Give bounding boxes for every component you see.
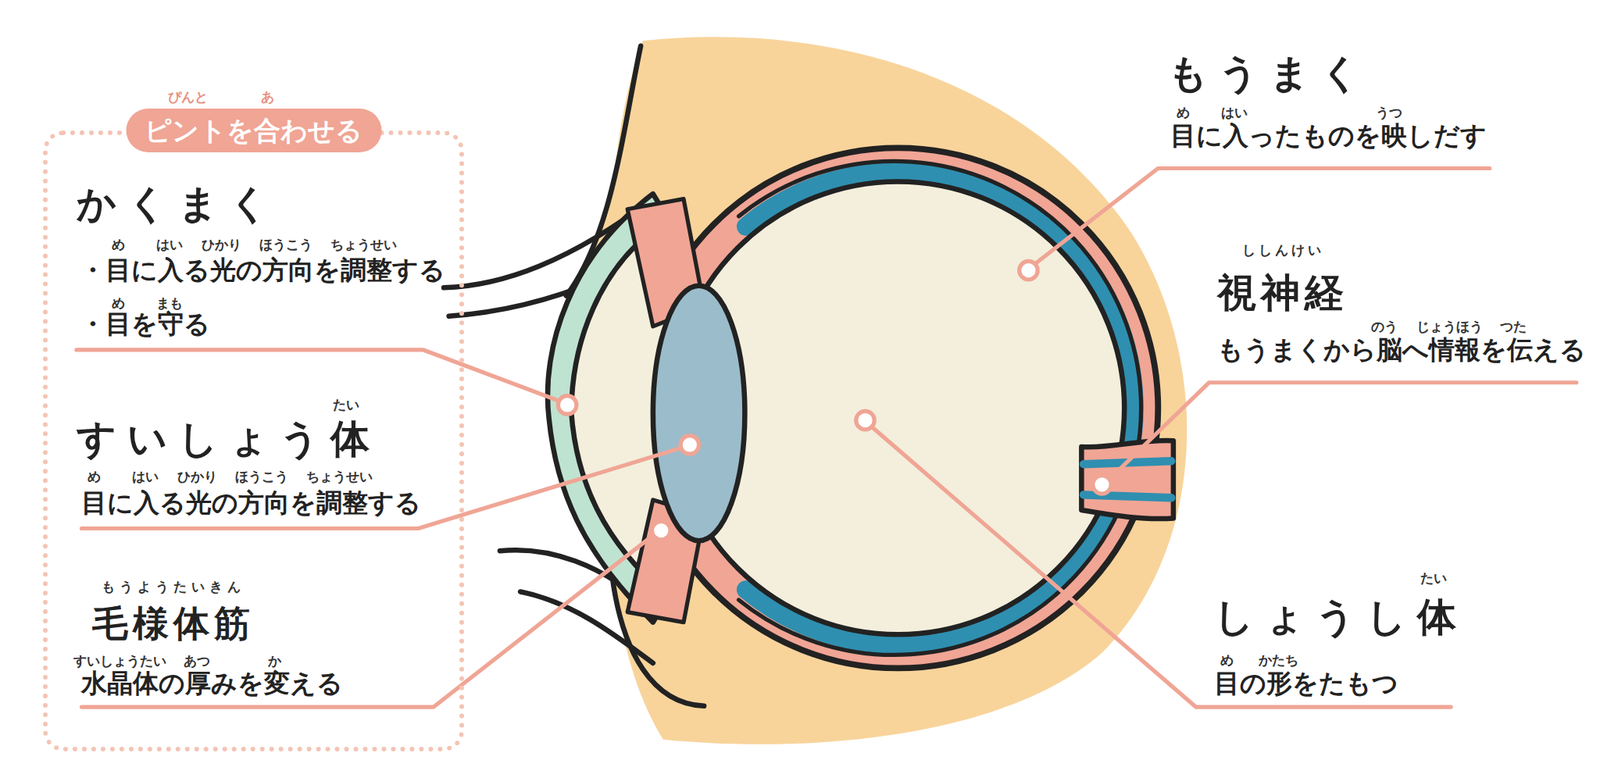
- furigana: たい: [1420, 569, 1447, 587]
- face-skin: [608, 36, 1188, 744]
- sclera: [637, 147, 1158, 668]
- part-name: もうまく: [1167, 48, 1372, 100]
- furigana: はい: [156, 235, 183, 254]
- furigana: のう: [1371, 317, 1398, 336]
- part-description: 目の形をたもつ: [1214, 667, 1399, 701]
- leader-dot: [680, 435, 700, 455]
- furigana: ほうこう: [259, 235, 313, 254]
- part-description: ・目を守る: [79, 307, 211, 342]
- leader-dot: [856, 410, 875, 430]
- optic-nerve: [1081, 440, 1174, 519]
- leader-dot: [652, 521, 672, 540]
- leader-line: [81, 534, 654, 708]
- part-description: 目に入ったものを映しだす: [1170, 119, 1487, 154]
- furigana: つた: [1500, 317, 1527, 336]
- leader-line: [871, 426, 1451, 708]
- furigana: ほうこう: [235, 467, 289, 486]
- part-name: しょうし体: [1214, 592, 1468, 643]
- group-heading: ピントを合わせる: [125, 108, 382, 153]
- furigana: かたち: [1258, 651, 1299, 669]
- furigana: め: [87, 467, 101, 486]
- leader-line: [76, 350, 560, 401]
- furigana: はい: [132, 467, 159, 486]
- furigana: ちょうせい: [306, 467, 373, 486]
- furigana: あつ: [183, 652, 211, 670]
- furigana: すいしょうたい: [73, 652, 167, 670]
- part-name: 視神経: [1217, 267, 1349, 319]
- furigana: ぴんと: [167, 88, 208, 106]
- leader-line: [1034, 167, 1490, 265]
- part-name: かくまく: [76, 178, 280, 230]
- furigana: ちょうせい: [330, 235, 397, 254]
- furigana: ひかり: [177, 467, 218, 486]
- furigana: もうようたいきん: [101, 578, 246, 596]
- furigana: あ: [260, 88, 275, 106]
- leader-dot: [557, 396, 577, 415]
- part-name: すいしょう体: [76, 414, 381, 465]
- part-name: 毛様体筋: [92, 600, 255, 648]
- lens: [653, 285, 746, 542]
- furigana: め: [1176, 103, 1190, 122]
- furigana: はい: [1221, 103, 1248, 122]
- furigana: ひかり: [201, 235, 242, 254]
- part-description: もうまくから脳へ情報を伝える: [1217, 333, 1586, 368]
- furigana: め: [1220, 651, 1234, 669]
- furigana: じょうほう: [1416, 317, 1483, 336]
- furigana: ししんけい: [1242, 241, 1325, 259]
- leader-dot: [1092, 475, 1112, 495]
- furigana: たい: [332, 396, 360, 414]
- furigana: め: [111, 235, 125, 254]
- furigana: か: [267, 652, 282, 670]
- furigana: うつ: [1375, 103, 1403, 122]
- part-description: 水晶体の厚みを変える: [81, 667, 343, 701]
- part-description: 目に入る光の方向を調整する: [81, 486, 422, 521]
- optic-nerve-fiber: [1083, 460, 1172, 498]
- leader-line: [1109, 382, 1577, 480]
- leader-dot: [1019, 260, 1039, 280]
- part-description: ・目に入る光の方向を調整する: [79, 253, 446, 288]
